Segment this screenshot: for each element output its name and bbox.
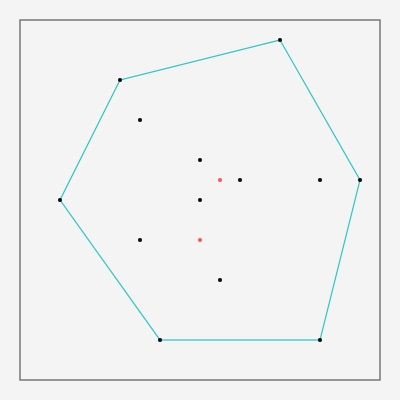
highlighted-point bbox=[198, 238, 202, 242]
highlighted-point bbox=[218, 178, 222, 182]
convex-hull-polygon bbox=[59, 39, 361, 341]
point bbox=[158, 338, 162, 342]
point bbox=[138, 238, 142, 242]
point bbox=[318, 338, 322, 342]
point bbox=[58, 198, 62, 202]
point bbox=[318, 178, 322, 182]
point bbox=[218, 278, 222, 282]
point bbox=[198, 158, 202, 162]
point bbox=[118, 78, 122, 82]
point-set bbox=[58, 38, 362, 342]
point bbox=[238, 178, 242, 182]
plot-frame bbox=[19, 19, 381, 381]
point bbox=[358, 178, 362, 182]
point bbox=[198, 198, 202, 202]
point bbox=[278, 38, 282, 42]
point bbox=[138, 118, 142, 122]
